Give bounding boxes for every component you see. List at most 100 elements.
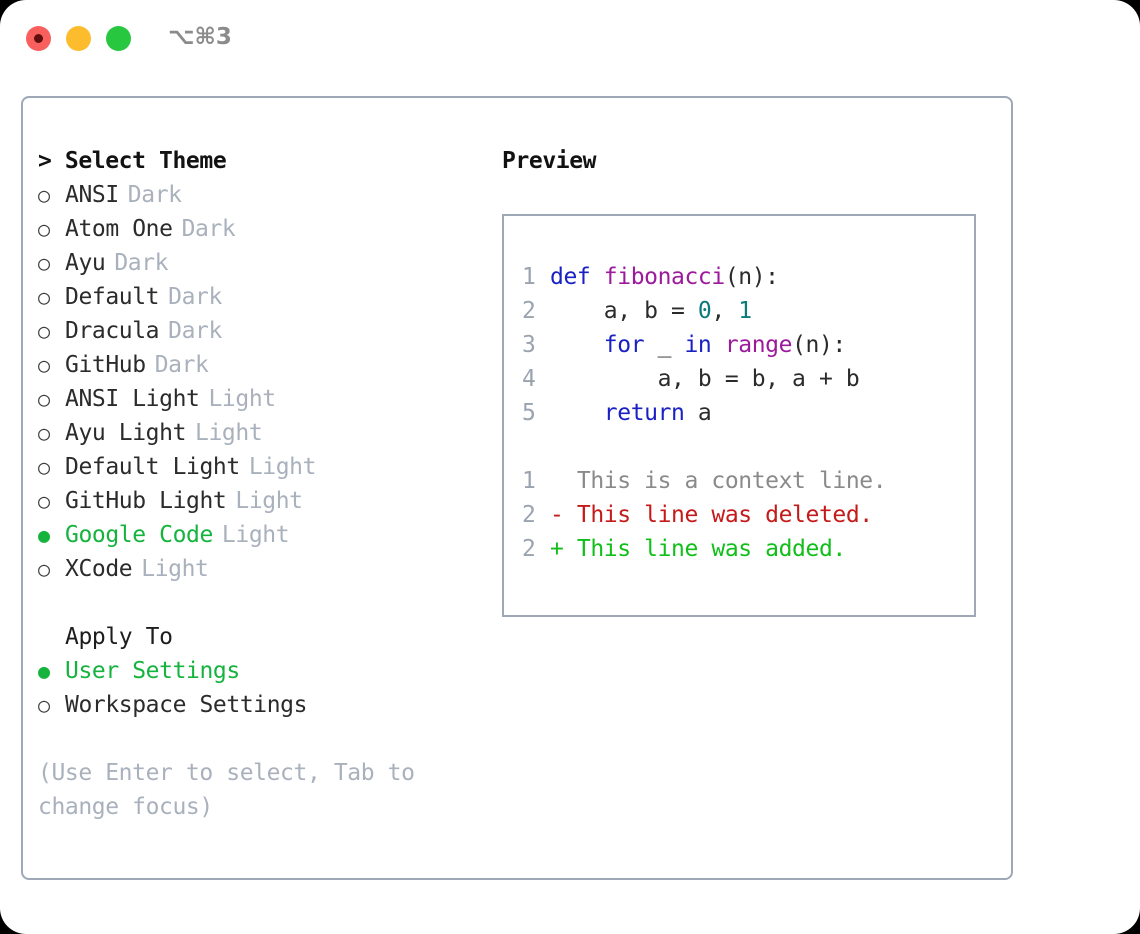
code-token xyxy=(550,400,604,426)
code-token: (n): xyxy=(792,332,846,358)
code-token: a, b = b, a + b xyxy=(550,366,860,392)
line-number: 2 xyxy=(522,502,536,528)
diff-line-content: - This line was deleted. xyxy=(550,502,873,528)
window-controls xyxy=(26,26,131,51)
theme-name: Dracula xyxy=(65,318,160,344)
line-number: 5 xyxy=(522,400,536,426)
theme-name: Google Code xyxy=(65,522,213,548)
theme-variant-badge: Light xyxy=(208,386,276,412)
apply-to-label: User Settings xyxy=(65,658,240,684)
code-token: return xyxy=(603,400,685,426)
code-line: 3 for _ in range(n): xyxy=(522,328,974,362)
theme-list-item[interactable]: ● Google Code Light xyxy=(38,518,478,552)
radio-unselected-icon: ○ xyxy=(38,285,50,309)
code-line-content: return a xyxy=(550,396,712,430)
close-window-icon[interactable] xyxy=(26,26,51,51)
theme-variant-badge: Light xyxy=(221,522,290,548)
radio-selected-icon: ● xyxy=(38,659,50,683)
radio-unselected-icon: ○ xyxy=(38,421,50,445)
line-number: 4 xyxy=(522,366,536,392)
preview-header: Preview xyxy=(502,148,597,174)
theme-variant-badge: Dark xyxy=(181,216,236,242)
radio-unselected-icon: ○ xyxy=(38,353,50,377)
code-line-content: for _ in range(n): xyxy=(550,328,846,362)
radio-selected-icon: ● xyxy=(38,523,50,547)
line-number: 3 xyxy=(522,332,536,358)
theme-name: Atom One xyxy=(65,216,173,242)
theme-variant-badge: Dark xyxy=(168,284,222,310)
radio-unselected-icon: ○ xyxy=(38,319,50,343)
theme-list-item[interactable]: ○ Dracula Dark xyxy=(38,314,478,348)
theme-variant-badge: Light xyxy=(195,420,263,446)
theme-name: XCode xyxy=(65,556,133,582)
code-line: 2 a, b = 0, 1 xyxy=(522,294,974,328)
code-token: fibonacci xyxy=(603,264,725,290)
code-token: def xyxy=(550,264,604,290)
diff-line-content: This is a context line. xyxy=(550,468,887,494)
diff-line: 2 + This line was added. xyxy=(522,532,974,566)
theme-name: ANSI Light xyxy=(65,386,200,412)
minimize-window-icon[interactable] xyxy=(66,26,91,51)
apply-to-item[interactable]: ● User Settings xyxy=(38,654,478,688)
theme-variant-badge: Dark xyxy=(154,352,209,378)
radio-unselected-icon: ○ xyxy=(38,387,50,411)
code-token: 0 xyxy=(697,298,712,324)
line-number: 2 xyxy=(522,536,536,562)
theme-variant-badge: Light xyxy=(141,556,209,582)
keyboard-hint-text: (Use Enter to select, Tab to change focu… xyxy=(38,760,415,820)
title-bar: ⌥⌘3 xyxy=(0,0,1140,78)
code-token: for xyxy=(603,332,645,358)
theme-variant-badge: Dark xyxy=(168,318,222,344)
theme-name: Default Light xyxy=(65,454,240,480)
code-token: 1 xyxy=(738,298,752,324)
code-line: 4 a, b = b, a + b xyxy=(522,362,974,396)
line-number: 1 xyxy=(522,468,536,494)
theme-variant-badge: Dark xyxy=(127,182,182,208)
diff-sample: 1 This is a context line. 2 - This line wa… xyxy=(522,464,974,566)
diff-line-content: + This line was added. xyxy=(550,536,846,562)
code-line-content: a, b = 0, 1 xyxy=(550,294,752,328)
diff-line: 1 This is a context line. xyxy=(522,464,974,498)
list-spacer xyxy=(38,586,478,620)
code-token: _ xyxy=(644,332,685,358)
apply-to-header: Apply To xyxy=(65,624,173,650)
code-token xyxy=(711,332,724,358)
code-diff-spacer xyxy=(522,430,974,464)
theme-name: Default xyxy=(65,284,160,310)
apply-to-item[interactable]: ○Workspace Settings xyxy=(38,688,478,722)
radio-unselected-icon: ○ xyxy=(38,693,50,717)
maximize-window-icon[interactable] xyxy=(106,26,131,51)
radio-unselected-icon: ○ xyxy=(38,183,50,207)
theme-name: Ayu Light xyxy=(65,420,187,446)
line-number: 2 xyxy=(522,298,536,324)
theme-list-item[interactable]: ○ Ayu Light Light xyxy=(38,416,478,450)
theme-variant-badge: Light xyxy=(235,488,303,514)
theme-list-item[interactable]: ○ ANSI Light Light xyxy=(38,382,478,416)
code-line-content: a, b = b, a + b xyxy=(550,362,860,396)
theme-list-item[interactable]: ○ Default Dark xyxy=(38,280,478,314)
radio-unselected-icon: ○ xyxy=(38,251,50,275)
code-token: (n): xyxy=(724,264,779,290)
keyboard-shortcut-label: ⌥⌘3 xyxy=(168,24,232,50)
theme-variant-badge: Dark xyxy=(114,250,169,276)
theme-variant-badge: Light xyxy=(248,454,317,480)
radio-unselected-icon: ○ xyxy=(38,489,50,513)
code-token: in xyxy=(684,332,712,358)
code-token xyxy=(550,332,604,358)
code-token: , xyxy=(711,298,739,324)
select-theme-header: > Select Theme xyxy=(38,148,227,174)
code-line-content: def fibonacci(n): xyxy=(550,260,779,294)
